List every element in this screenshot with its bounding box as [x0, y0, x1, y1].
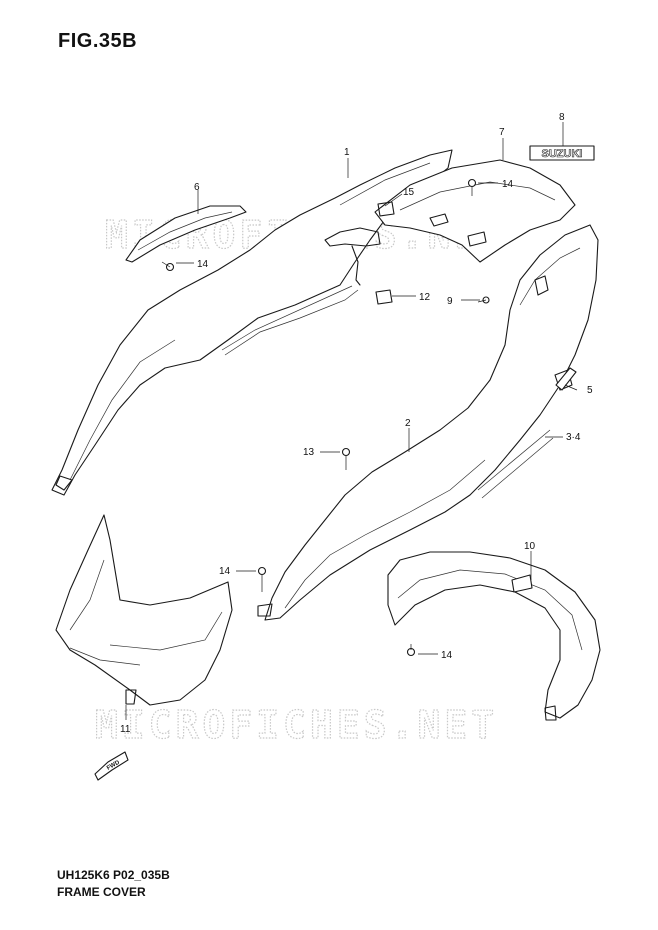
callout-labels: 1 2 3·4 5 6 7 8 9 10 11 12 13 14 14 14 1…: [120, 112, 593, 735]
part-1-frame-cover-upper: [51, 149, 453, 496]
screw-fasteners: [161, 178, 490, 657]
part-10-rear-fender: [387, 551, 601, 721]
callout-14-bottom: 14: [441, 650, 453, 661]
callout-5: 5: [587, 385, 593, 396]
part-7-rear-cover: [374, 159, 576, 263]
callout-7: 7: [499, 127, 505, 138]
leader-lines: [125, 122, 578, 720]
callout-2: 2: [405, 418, 411, 429]
callout-14-top: 14: [502, 179, 514, 190]
part-6-garnish: [125, 205, 247, 263]
callout-9: 9: [447, 296, 453, 307]
part-11-front-cover: [55, 514, 233, 706]
watermark-bottom: MICROFICHES.NET: [95, 703, 498, 747]
callout-3-4: 3·4: [566, 432, 581, 443]
callout-14-mid: 14: [219, 566, 231, 577]
callout-8: 8: [559, 112, 565, 123]
part-2-frame-cover-lower: [257, 224, 599, 621]
figure-number: FIG.35B: [58, 30, 138, 52]
fwd-arrow: FWD: [94, 751, 129, 781]
callout-6: 6: [194, 182, 200, 193]
callout-1: 1: [344, 147, 350, 158]
emblem-text: SUZUKI: [542, 148, 583, 160]
figure-code: UH125K6 P02_035B: [57, 868, 170, 882]
callout-15: 15: [403, 187, 415, 198]
part-8-suzuki-emblem: SUZUKI: [529, 145, 595, 161]
figure-name: FRAME COVER: [57, 885, 146, 899]
callout-13: 13: [303, 447, 315, 458]
callout-11: 11: [120, 724, 131, 735]
part-12-15-bracket: [324, 201, 395, 305]
callout-12: 12: [419, 292, 431, 303]
part-5-badge: [555, 367, 577, 391]
callout-10: 10: [524, 541, 536, 552]
callout-14-left: 14: [197, 259, 209, 270]
